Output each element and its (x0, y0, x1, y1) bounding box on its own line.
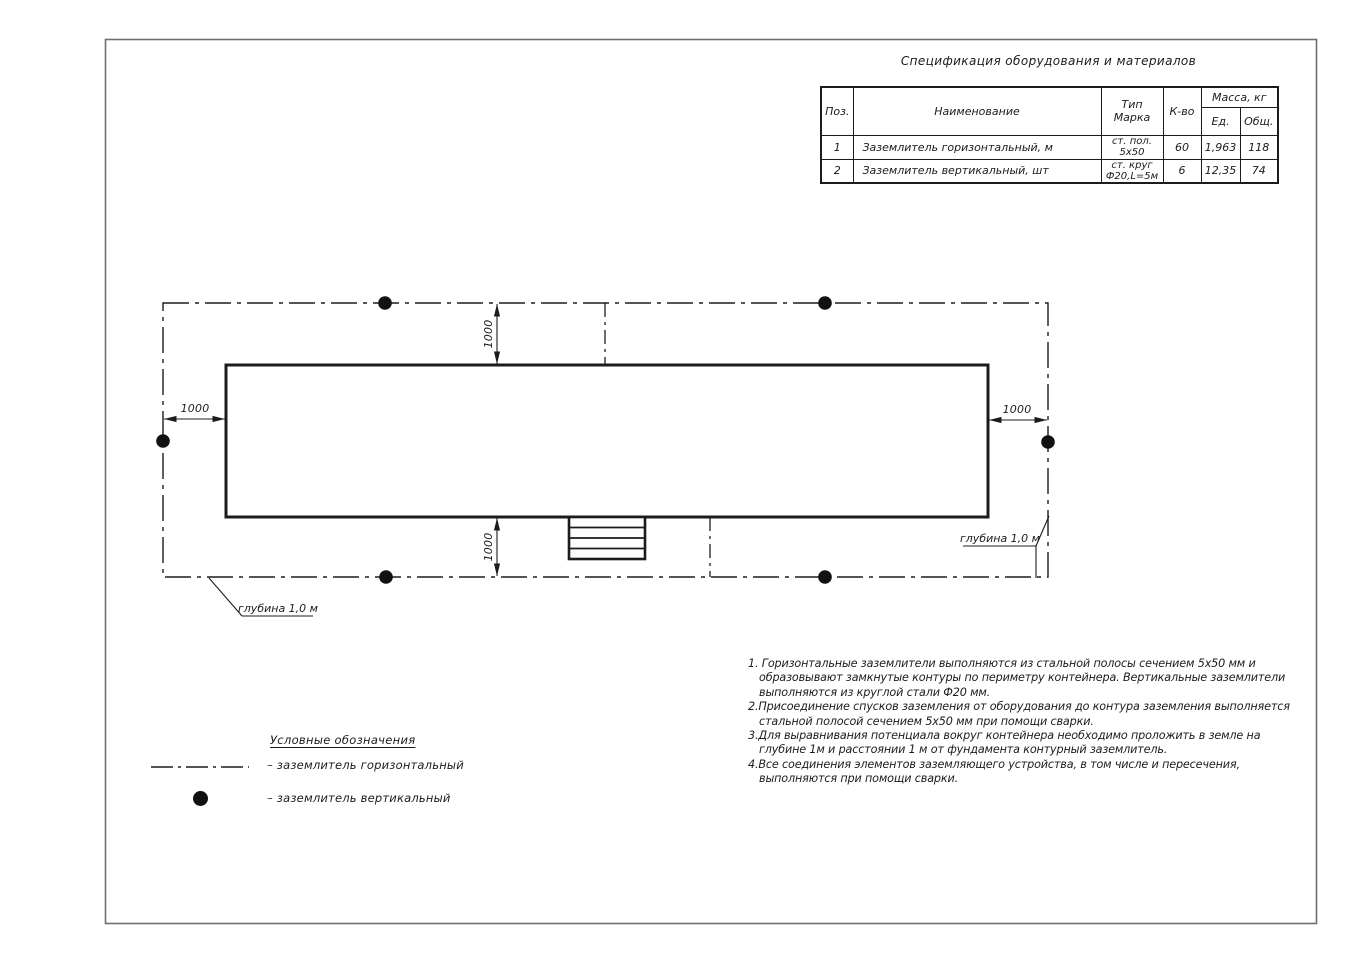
cell-name: Заземлитель вертикальный, шт (852, 158, 1102, 184)
cell-mass-unit: 1,963 (1200, 134, 1241, 160)
cell-type-line2: Ф20,L=5м (1105, 170, 1159, 182)
cell-mass-unit: 12,35 (1200, 158, 1241, 184)
depth-leader-left (208, 577, 313, 617)
horizontal-earthing-symbol-icon (151, 766, 249, 768)
note-line: глубине 1м и расстоянии 1 м от фундамент… (759, 743, 1168, 757)
note-line: выполняются из круглой стали Ф20 мм. (759, 685, 991, 699)
earthing-rod-dot (378, 296, 392, 310)
legend-item-vertical-label: – заземлитель вертикальный (267, 791, 451, 805)
container-steps (567, 515, 647, 561)
table-row: 1 Заземлитель горизонтальный, м ст. пол.… (820, 134, 1279, 160)
note-line: 3.Для выравнивания потенциала вокруг кон… (748, 729, 1261, 743)
note-line: 4.Все соединения элементов заземляющего … (748, 757, 1240, 771)
note-line: образовывают замкнутые контуры по периме… (759, 671, 1286, 685)
col-header-pos: Поз. (820, 86, 854, 136)
earthing-rod-dot (379, 570, 393, 584)
cell-type-line1: ст. круг (1111, 159, 1153, 171)
cell-qty: 60 (1162, 134, 1202, 160)
notes-block: 1. Горизонтальные заземлители выполняютс… (748, 657, 1290, 787)
col-header-type-line2: Марка (1113, 111, 1151, 125)
cell-name: Заземлитель горизонтальный, м (852, 134, 1102, 160)
col-header-mass-total: Общ. (1239, 106, 1279, 136)
sheet-frame (104, 38, 1318, 925)
dim-value-top: 1000 (482, 320, 495, 349)
col-header-type-line1: Тип (1121, 98, 1143, 112)
dim-value-bottom: 1000 (482, 533, 495, 562)
earthing-rod-dot (818, 296, 832, 310)
col-header-name: Наименование (852, 86, 1102, 136)
spec-table: Поз. Наименование Тип Марка К-во Масса, … (820, 86, 1279, 184)
col-header-qty: К-во (1162, 86, 1202, 136)
cell-type: ст. круг Ф20,L=5м (1100, 158, 1164, 184)
cell-type: ст. пол. 5х50 (1100, 134, 1164, 160)
cell-pos: 2 (820, 158, 854, 184)
note-line: выполняются при помощи сварки. (759, 772, 958, 786)
earthing-rod-dot (156, 434, 170, 448)
dim-value-left: 1000 (181, 402, 210, 415)
container-outline (224, 363, 990, 519)
cell-qty: 6 (1162, 158, 1202, 184)
cell-mass-total: 118 (1239, 134, 1279, 160)
col-header-mass: Масса, кг (1200, 86, 1279, 108)
dim-value-right: 1000 (1003, 403, 1032, 416)
cell-type-line1: ст. пол. (1112, 136, 1152, 147)
note-line: стальной полосой сечением 5х50 мм при по… (759, 714, 1094, 728)
vertical-earthing-symbol-icon (193, 791, 208, 806)
spec-table-title: Спецификация оборудования и материалов (900, 54, 1197, 68)
legend-title: Условные обозначения (270, 733, 416, 747)
legend: Условные обозначения – заземлитель гориз… (140, 725, 470, 820)
vertical-earthing-dots (156, 296, 1055, 584)
earthing-rod-dot (818, 570, 832, 584)
table-row: 2 Заземлитель вертикальный, шт ст. круг … (820, 158, 1279, 184)
depth-leader-right (963, 515, 1050, 578)
legend-item-horizontal-label: – заземлитель горизонтальный (267, 758, 464, 772)
col-header-type: Тип Марка (1100, 86, 1164, 136)
depth-label-right: глубина 1,0 м (960, 532, 1040, 545)
note-line: 2.Присоединение спусков заземления от об… (748, 700, 1290, 714)
cell-type-line2: 5х50 (1119, 147, 1145, 158)
cell-mass-total: 74 (1239, 158, 1279, 184)
depth-label-left: глубина 1,0 м (238, 602, 318, 615)
cell-pos: 1 (820, 134, 854, 160)
note-line: 1. Горизонтальные заземлители выполняютс… (748, 657, 1256, 670)
earthing-rod-dot (1041, 435, 1055, 449)
dimension-lines (164, 304, 1047, 576)
col-header-mass-unit: Ед. (1200, 106, 1241, 136)
